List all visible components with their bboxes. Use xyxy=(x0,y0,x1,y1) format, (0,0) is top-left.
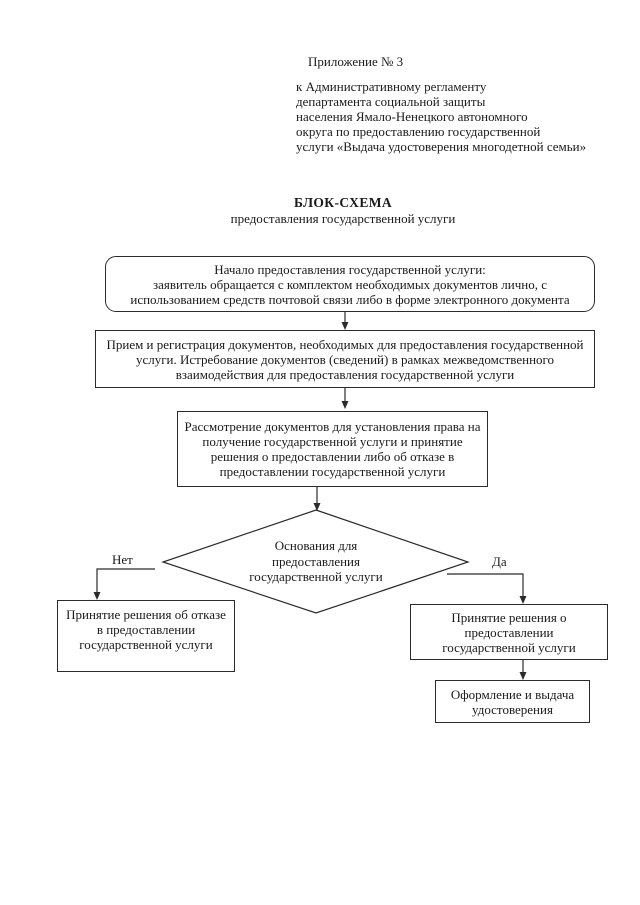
flow-node-refuse: Принятие решения об отказе в предоставле… xyxy=(57,600,235,672)
flow-node-refuse-text: государственной услуги xyxy=(79,637,213,652)
flow-node-decision: Основания для предоставления государстве… xyxy=(215,538,417,585)
flow-node-reception: Прием и регистрация документов, необходи… xyxy=(95,330,595,388)
flow-node-review-text: решения о предоставлении либо об отказе … xyxy=(210,449,455,464)
decision-diamond-shape xyxy=(161,509,470,614)
flow-node-decision-text: Основания для xyxy=(274,538,358,553)
flow-node-review-text: предоставлении государственной услуги xyxy=(219,464,446,479)
flow-node-reception-text: взаимодействия для предоставления госуда… xyxy=(175,366,515,382)
flow-node-refuse-text: в предоставлении xyxy=(96,622,196,637)
arrow-decision-yes xyxy=(447,573,524,597)
appendix-regulation-line: к Административному регламенту xyxy=(296,79,487,94)
flow-node-review: Рассмотрение документов для установления… xyxy=(177,411,488,487)
flow-node-decision-text: государственной услуги xyxy=(249,569,383,584)
flow-node-approve-text: предоставлении xyxy=(464,624,554,640)
flow-node-review-text: Рассмотрение документов для установления… xyxy=(184,419,481,434)
branch-label-yes: Да xyxy=(492,554,507,569)
flow-node-review-text: получение государственной услуги и приня… xyxy=(202,434,463,449)
flow-node-reception-text: услуги. Истребование документов (сведени… xyxy=(135,351,555,367)
arrowhead-icon xyxy=(313,503,321,511)
flow-node-approve-text: Принятие решения о xyxy=(451,609,567,625)
flow-node-issue: Оформление и выдача удостоверения xyxy=(435,680,590,723)
appendix-number: Приложение № 3 xyxy=(308,54,404,69)
flow-node-approve-text: государственной услуги xyxy=(442,639,576,655)
flow-node-start-text: использованием средств почтовой связи ли… xyxy=(130,291,570,307)
arrowhead-icon xyxy=(519,596,527,604)
flow-node-decision-text: предоставления xyxy=(272,553,360,569)
appendix-regulation-line: услуги «Выдача удостоверения многодетной… xyxy=(296,139,587,154)
arrowhead-icon xyxy=(519,672,527,680)
appendix-block: Приложение № 3 к Административному регла… xyxy=(296,54,632,154)
arrowhead-icon xyxy=(341,322,349,330)
appendix-regulation-line: округа по предоставлению государственной xyxy=(296,124,541,139)
branch-label-no: Нет xyxy=(112,552,133,567)
arrowhead-icon xyxy=(93,592,101,600)
flow-node-refuse-text: Принятие решения об отказе xyxy=(66,607,226,622)
flow-node-reception-text: Прием и регистрация документов, необходи… xyxy=(106,336,584,352)
flow-node-start: Начало предоставления государственной ус… xyxy=(105,256,595,312)
flow-node-start-text: заявитель обращается с комплектом необхо… xyxy=(152,276,548,292)
document-title-main: БЛОК-СХЕМА xyxy=(293,195,393,210)
arrowhead-icon xyxy=(341,401,349,409)
appendix-regulation-line: департамента социальной защиты xyxy=(296,94,486,109)
flow-node-start-text: Начало предоставления государственной ус… xyxy=(214,261,486,277)
flow-node-issue-text: удостоверения xyxy=(472,701,553,717)
flow-node-approve: Принятие решения о предоставлении госуда… xyxy=(410,604,608,660)
arrow-decision-no xyxy=(96,568,155,593)
document-title-sub: предоставления государственной услуги xyxy=(230,211,456,226)
document-title: БЛОК-СХЕМА предоставления государственно… xyxy=(143,195,543,226)
appendix-regulation-line: населения Ямало-Ненецкого автономного xyxy=(296,109,528,124)
flow-node-issue-text: Оформление и выдача xyxy=(450,686,575,702)
